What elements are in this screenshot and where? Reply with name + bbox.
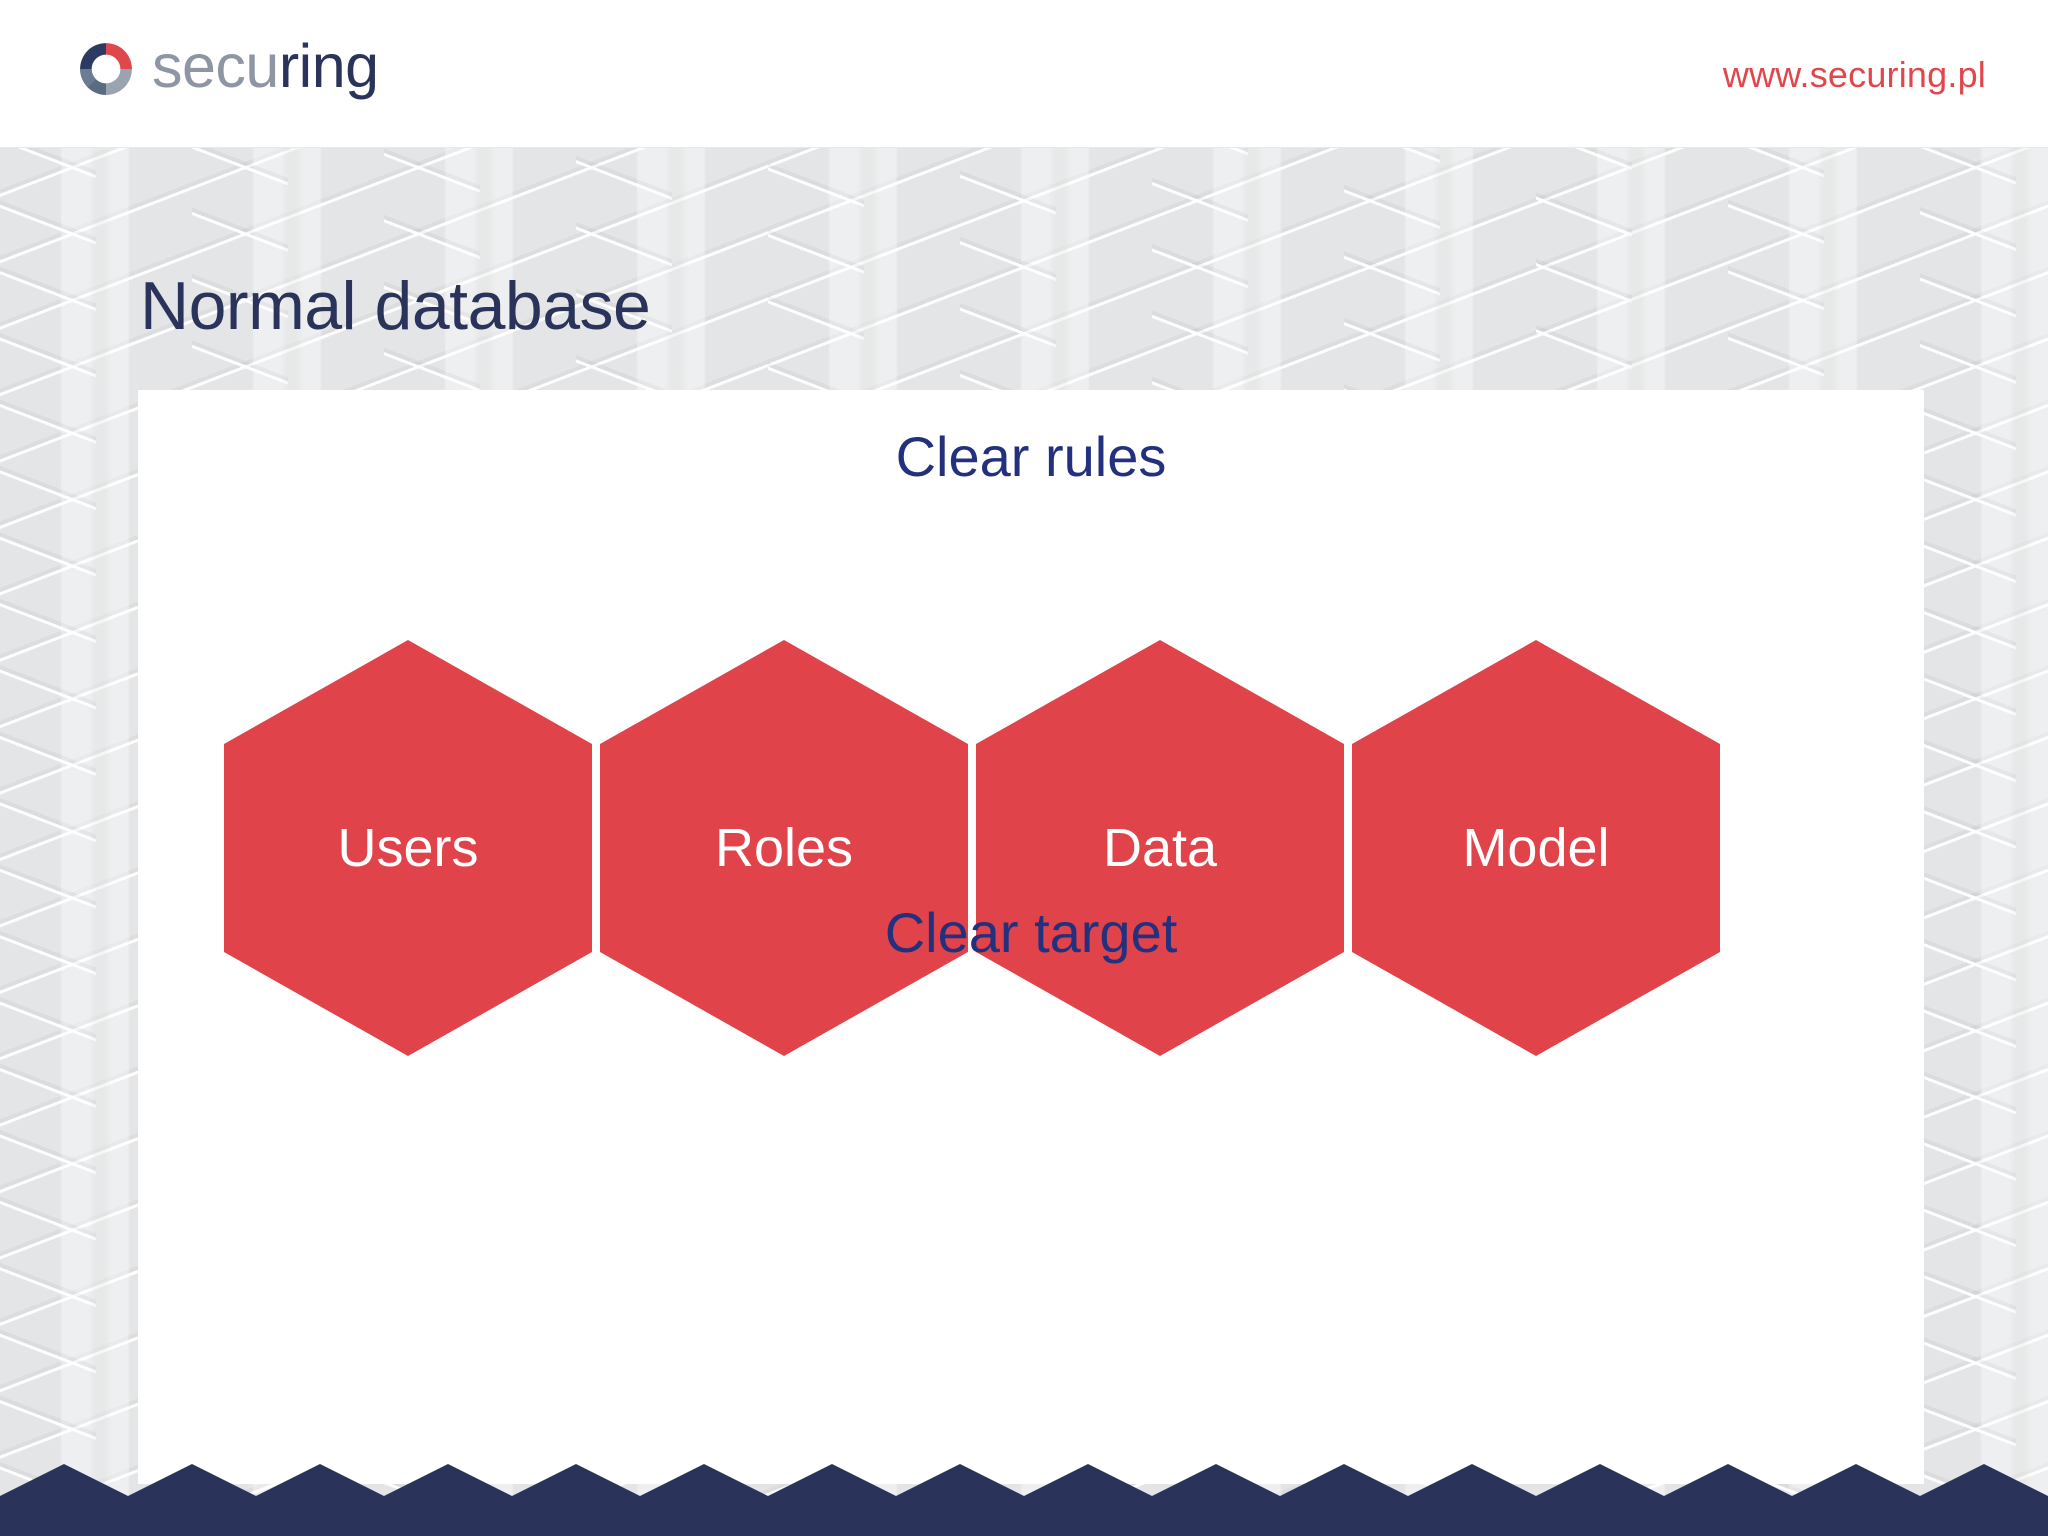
footer-zigzag-band bbox=[0, 1464, 2048, 1536]
slide-header: securing www.securing.pl bbox=[0, 0, 2048, 148]
brand-logo[interactable]: securing bbox=[70, 33, 379, 105]
website-url[interactable]: www.securing.pl bbox=[1722, 54, 1986, 95]
content-panel: Clear rules Users Roles Data Model Clear… bbox=[138, 390, 1924, 1484]
hexagon-row: Users Roles Data Model bbox=[224, 640, 1724, 1056]
brand-wordmark-part2: ring bbox=[278, 31, 379, 100]
brand-wordmark: securing bbox=[152, 35, 379, 103]
caption-clear-rules: Clear rules bbox=[895, 425, 1167, 488]
hexagon-roles[interactable]: Roles bbox=[600, 640, 968, 1056]
hexagon-model[interactable]: Model bbox=[1352, 640, 1720, 1056]
caption-clear-target: Clear target bbox=[884, 901, 1178, 964]
hexagon-label: Data bbox=[1102, 818, 1218, 878]
brand-wordmark-part1: secu bbox=[152, 31, 279, 100]
page-title: Normal database bbox=[140, 268, 651, 344]
header-divider bbox=[0, 147, 2048, 148]
securing-ring-logo-icon bbox=[80, 43, 132, 95]
hexagon-label: Roles bbox=[714, 818, 854, 878]
hexagon-label: Model bbox=[1462, 818, 1610, 878]
hexagon-data[interactable]: Data bbox=[976, 640, 1344, 1056]
hexagon-users[interactable]: Users bbox=[224, 640, 592, 1056]
hexagon-label: Users bbox=[337, 818, 479, 878]
